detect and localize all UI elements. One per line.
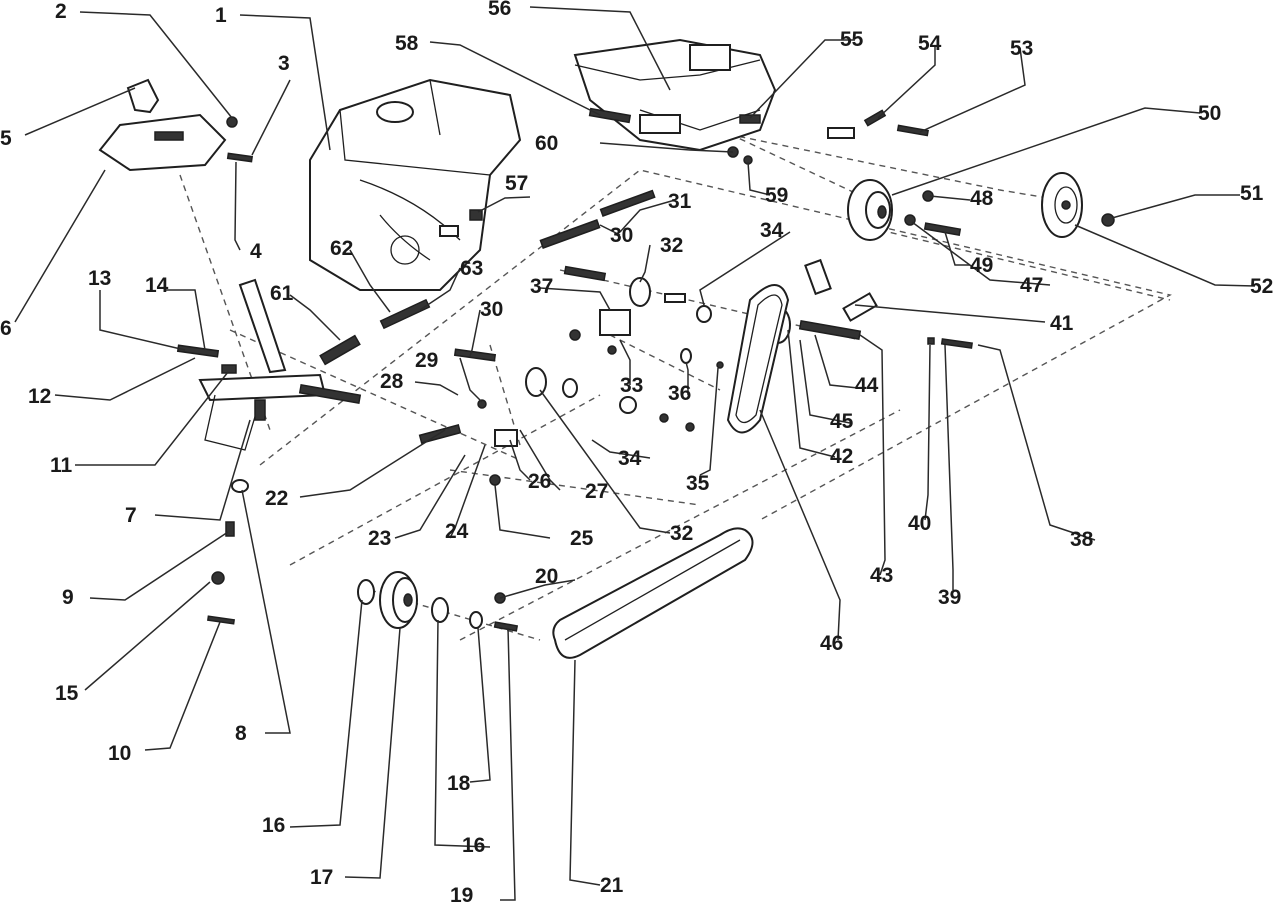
callout-44: 44 xyxy=(855,374,879,397)
callout-43: 43 xyxy=(870,564,893,587)
callout-4: 4 xyxy=(250,240,262,263)
callout-6: 6 xyxy=(0,317,12,340)
callout-48: 48 xyxy=(970,187,994,210)
callout-21: 21 xyxy=(600,874,624,897)
callout-58: 58 xyxy=(395,32,419,55)
drive-pulley xyxy=(357,571,449,629)
callout-56: 56 xyxy=(488,0,511,20)
callout-29: 29 xyxy=(415,349,438,372)
callout-47: 47 xyxy=(1020,274,1043,297)
callout-11: 11 xyxy=(50,454,73,477)
drive-belt xyxy=(552,527,754,659)
callout-62: 62 xyxy=(330,237,353,260)
callout-63: 63 xyxy=(460,257,483,280)
callout-52: 52 xyxy=(1250,275,1273,298)
callout-61: 61 xyxy=(270,282,294,305)
callout-16a: 16 xyxy=(262,814,285,837)
callout-16b: 16 xyxy=(462,834,485,857)
handle-bracket xyxy=(198,278,327,451)
callout-55: 55 xyxy=(840,28,864,51)
callout-27: 27 xyxy=(585,480,608,503)
callout-46: 46 xyxy=(820,632,843,655)
callout-10: 10 xyxy=(108,742,131,765)
callout-34b: 34 xyxy=(618,447,642,470)
auger-pulley xyxy=(847,179,893,241)
coupler-hub xyxy=(1041,172,1083,238)
callout-31: 31 xyxy=(668,190,692,213)
gear-box xyxy=(573,38,777,152)
callout-7: 7 xyxy=(125,504,137,527)
callout-30a: 30 xyxy=(610,224,633,247)
callout-18: 18 xyxy=(447,772,471,795)
callout-32a: 32 xyxy=(660,234,683,257)
callout-19: 19 xyxy=(450,884,473,906)
callout-33: 33 xyxy=(620,374,643,397)
callout-30b: 30 xyxy=(480,298,503,321)
callout-9: 9 xyxy=(62,586,74,609)
callout-20: 20 xyxy=(535,565,558,588)
callout-28: 28 xyxy=(380,370,404,393)
callout-1: 1 xyxy=(215,4,227,27)
callout-14: 14 xyxy=(145,274,169,297)
control-knob xyxy=(126,78,160,114)
callout-8: 8 xyxy=(235,722,247,745)
auger-belt xyxy=(726,284,790,434)
callout-26: 26 xyxy=(528,470,551,493)
callout-34a: 34 xyxy=(760,219,784,242)
callout-51: 51 xyxy=(1240,182,1264,205)
callout-41: 41 xyxy=(1050,312,1074,335)
callout-40: 40 xyxy=(908,512,931,535)
callout-36: 36 xyxy=(668,382,691,405)
hardware-parts xyxy=(176,107,1115,632)
callout-37: 37 xyxy=(530,275,553,298)
engine xyxy=(309,78,522,291)
callout-5: 5 xyxy=(0,127,12,150)
callout-35: 35 xyxy=(686,472,710,495)
leader-lines xyxy=(14,6,1256,901)
callout-2: 2 xyxy=(55,0,67,23)
callout-24: 24 xyxy=(445,520,469,543)
callout-39: 39 xyxy=(938,586,961,609)
callout-53: 53 xyxy=(1010,37,1033,60)
callout-60: 60 xyxy=(535,132,558,155)
callout-25: 25 xyxy=(570,527,594,550)
callout-42: 42 xyxy=(830,445,853,468)
callout-22: 22 xyxy=(265,487,288,510)
callout-49: 49 xyxy=(970,254,993,277)
callout-38: 38 xyxy=(1070,528,1094,551)
callout-50: 50 xyxy=(1198,102,1221,125)
callout-13: 13 xyxy=(88,267,111,290)
callout-15: 15 xyxy=(55,682,79,705)
callout-17: 17 xyxy=(310,866,333,889)
callout-54: 54 xyxy=(918,32,942,55)
callout-45: 45 xyxy=(830,410,854,433)
callout-57: 57 xyxy=(505,172,528,195)
callout-32b: 32 xyxy=(670,522,693,545)
control-panel xyxy=(98,113,227,172)
callout-23: 23 xyxy=(368,527,391,550)
callout-12: 12 xyxy=(28,385,51,408)
callout-59: 59 xyxy=(765,184,788,207)
callout-3: 3 xyxy=(278,52,290,75)
